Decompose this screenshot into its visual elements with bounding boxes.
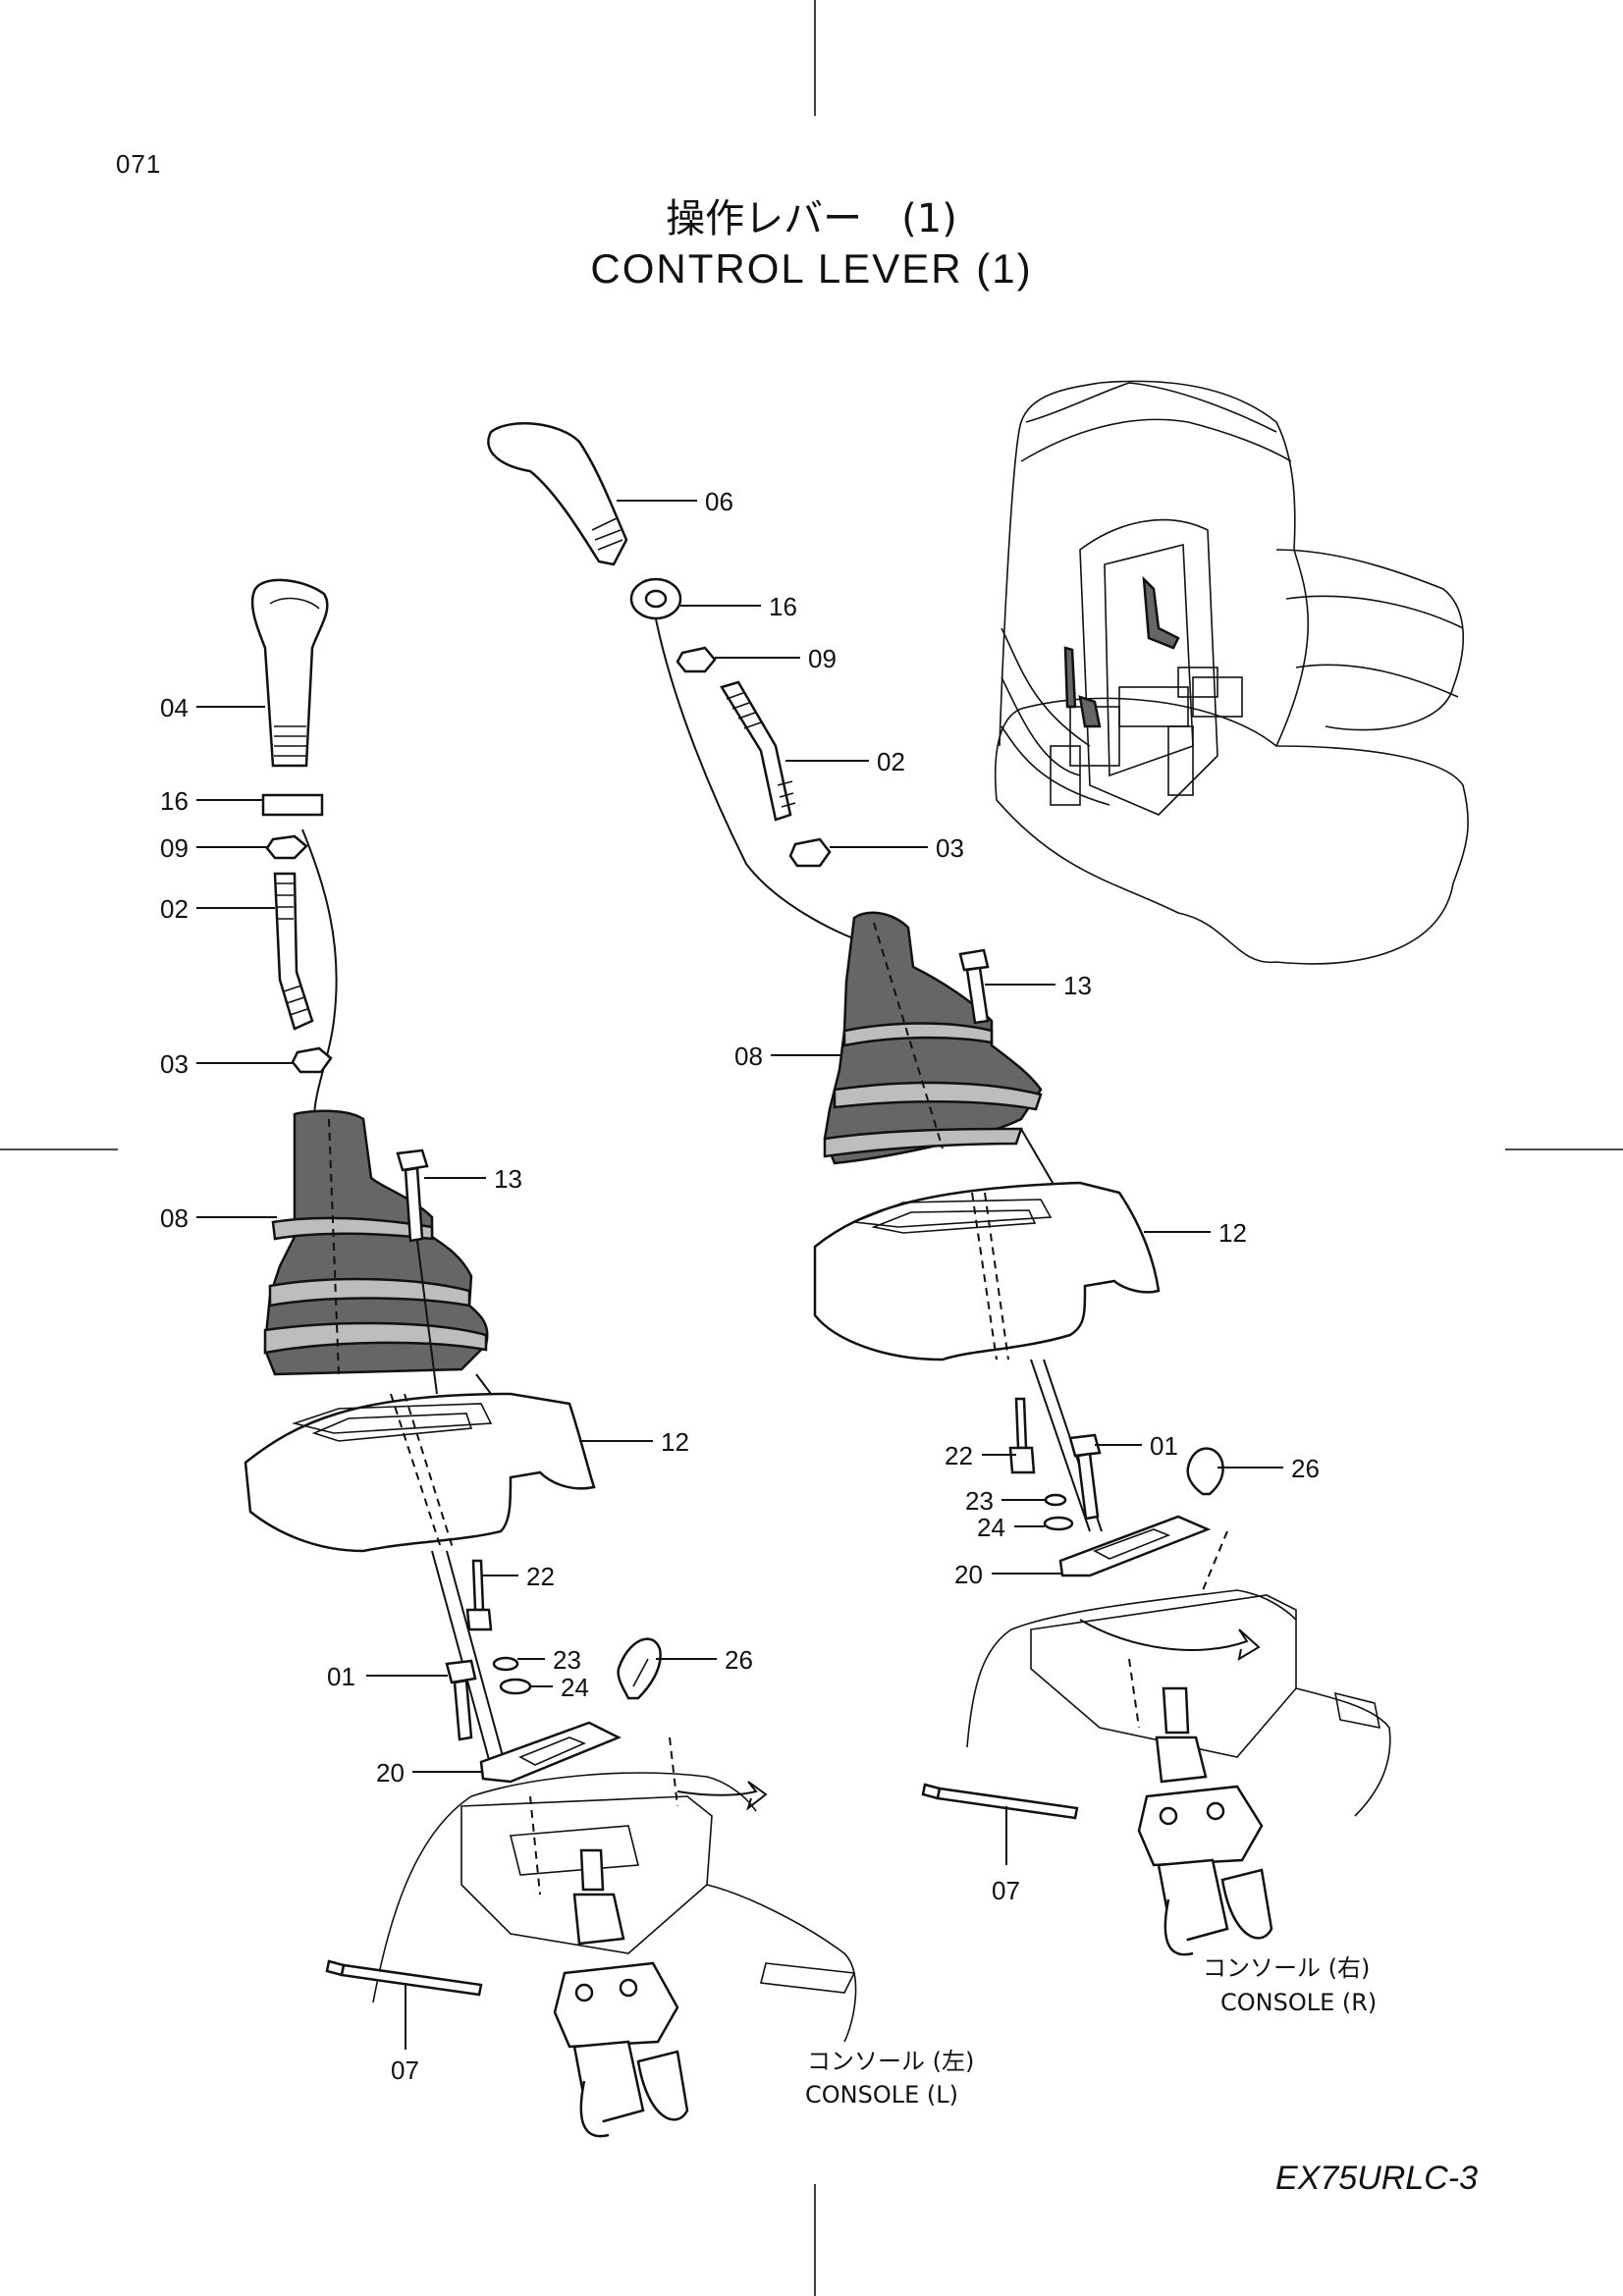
callout-20: 20 — [954, 1560, 983, 1589]
plate-icon — [1058, 1515, 1212, 1577]
callout-12: 12 — [1218, 1218, 1247, 1248]
page-title: CONTROL LEVER (1) — [590, 245, 1033, 292]
callout-07: 07 — [391, 2056, 419, 2085]
left-control-lever — [243, 578, 857, 2138]
callout-26: 26 — [725, 1645, 753, 1675]
tie-strap-icon — [325, 1959, 483, 1997]
callout-06: 06 — [705, 487, 733, 516]
page-number: 071 — [116, 149, 162, 179]
callout-20: 20 — [376, 1758, 405, 1788]
plate-icon — [479, 1721, 622, 1784]
callout-01: 01 — [1150, 1431, 1178, 1461]
cover-icon — [243, 1392, 596, 1553]
callout-03: 03 — [936, 833, 964, 863]
page-title-jp: 操作レバー (1) — [666, 196, 957, 241]
grip-icon — [487, 422, 628, 566]
console-caption-jp-left: コンソール (左) — [807, 2048, 974, 2075]
boot-icon — [823, 911, 1043, 1165]
clamp-icon — [1186, 1447, 1224, 1496]
callout-16: 16 — [769, 592, 797, 621]
boot-icon — [263, 1109, 489, 1376]
bolt-icon — [958, 948, 990, 1025]
callout-13: 13 — [494, 1164, 522, 1194]
callout-22: 22 — [945, 1441, 973, 1470]
callout-16: 16 — [160, 786, 189, 816]
bolt-icon — [396, 1148, 429, 1243]
model-code: EX75URLC-3 — [1275, 2160, 1478, 2197]
callout-04: 04 — [160, 693, 189, 722]
callout-12: 12 — [661, 1427, 689, 1457]
callout-09: 09 — [160, 833, 189, 863]
callout-23: 23 — [553, 1645, 581, 1675]
callouts-left: 04 16 09 02 03 13 08 12 22 23 01 24 26 2… — [160, 693, 974, 2109]
grip-icon — [250, 578, 329, 768]
cab-overview-illustration — [994, 380, 1469, 965]
callout-13: 13 — [1063, 971, 1092, 1000]
callout-22: 22 — [526, 1562, 555, 1591]
callout-24: 24 — [977, 1513, 1005, 1542]
tie-strap-icon — [921, 1783, 1079, 1820]
pilot-valve-icon — [553, 1848, 689, 2138]
callout-09: 09 — [808, 644, 837, 673]
clamp-icon — [617, 1637, 662, 1700]
console-caption-en-left: CONSOLE (L) — [805, 2081, 958, 2109]
callouts-right: 06 16 09 02 03 13 08 12 22 01 26 23 24 2… — [617, 487, 1377, 2016]
pilot-valve-icon — [1137, 1686, 1273, 1956]
callout-01: 01 — [327, 1662, 355, 1691]
callout-07: 07 — [992, 1876, 1020, 1905]
right-control-lever — [487, 422, 1391, 1956]
callout-24: 24 — [561, 1673, 589, 1702]
callout-03: 03 — [160, 1049, 189, 1079]
callout-08: 08 — [160, 1203, 189, 1233]
callout-02: 02 — [160, 894, 189, 924]
callout-26: 26 — [1291, 1454, 1320, 1483]
callout-23: 23 — [965, 1486, 994, 1516]
console-caption-jp-right: コンソール (右) — [1203, 1954, 1370, 1982]
callout-08: 08 — [734, 1041, 763, 1071]
console-caption-en-right: CONSOLE (R) — [1220, 1989, 1377, 2016]
cover-icon — [813, 1181, 1161, 1362]
callout-02: 02 — [877, 747, 905, 776]
